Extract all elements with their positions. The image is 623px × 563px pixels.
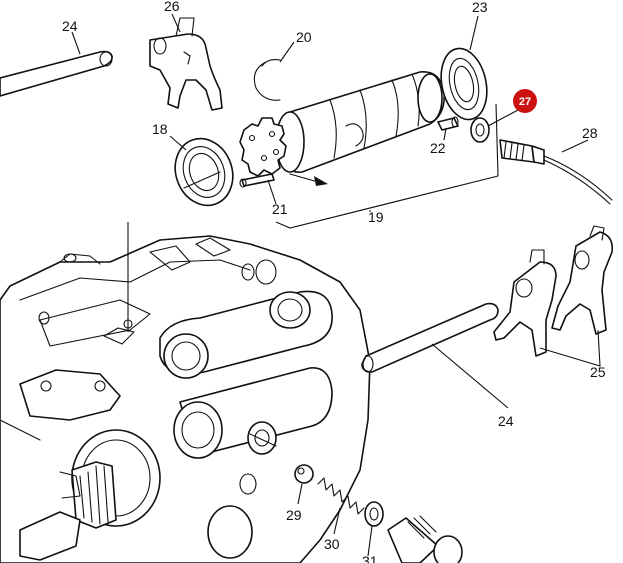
shift-fork-26 xyxy=(149,17,223,111)
callout-23: 23 xyxy=(472,0,488,15)
callout-28: 28 xyxy=(582,125,598,141)
detent-ball-29 xyxy=(294,464,314,484)
direction-arrow xyxy=(289,173,328,186)
callout-31: 31 xyxy=(362,553,378,563)
shift-fork-25b xyxy=(551,225,614,335)
leader-25 xyxy=(539,329,601,367)
neutral-switch-28 xyxy=(499,139,613,205)
shift-drum-19 xyxy=(275,71,446,173)
shift-rod-lower xyxy=(361,302,499,373)
callout-22: 22 xyxy=(430,140,446,156)
leader-23 xyxy=(469,15,479,51)
bearing-18 xyxy=(174,137,234,207)
plug-bolt xyxy=(387,515,463,563)
circlip-20 xyxy=(253,59,281,101)
leader-21 xyxy=(267,179,277,205)
spring-30 xyxy=(317,477,365,515)
leader-30 xyxy=(333,507,341,535)
leader-18 xyxy=(169,135,187,151)
crankcase xyxy=(0,235,371,563)
bearing-23 xyxy=(440,47,488,121)
callout-27-badge: 27 xyxy=(513,89,537,113)
leader-24b xyxy=(431,343,509,409)
shift-rod-upper xyxy=(0,50,113,97)
leader-31 xyxy=(367,525,373,557)
leader-28 xyxy=(561,139,589,153)
leader-22 xyxy=(443,127,447,141)
washer-27 xyxy=(470,117,490,143)
gasket-washer-31 xyxy=(364,501,384,527)
leader-27 xyxy=(487,109,519,127)
drum-segment-plate xyxy=(239,117,287,177)
pin-22 xyxy=(437,116,459,131)
callout-24b: 24 xyxy=(498,413,514,429)
callout-27: 27 xyxy=(519,96,531,108)
callout-29: 29 xyxy=(286,507,302,523)
leader-24a xyxy=(71,31,81,55)
highlight-marker xyxy=(513,89,537,113)
callout-30: 30 xyxy=(324,536,340,552)
bracket-19 xyxy=(275,103,499,229)
leader-26 xyxy=(171,13,181,33)
callout-19: 19 xyxy=(368,209,384,225)
callout-24a: 24 xyxy=(62,18,78,34)
leader-29 xyxy=(297,483,303,505)
callout-25: 25 xyxy=(590,364,606,380)
callout-26: 26 xyxy=(164,0,180,14)
dowel-pin-21 xyxy=(239,173,275,188)
shift-fork-25a xyxy=(493,249,557,357)
callout-20: 20 xyxy=(296,29,312,45)
callout-21: 21 xyxy=(272,201,288,217)
callout-18: 18 xyxy=(152,121,168,137)
leader-20 xyxy=(279,41,295,63)
